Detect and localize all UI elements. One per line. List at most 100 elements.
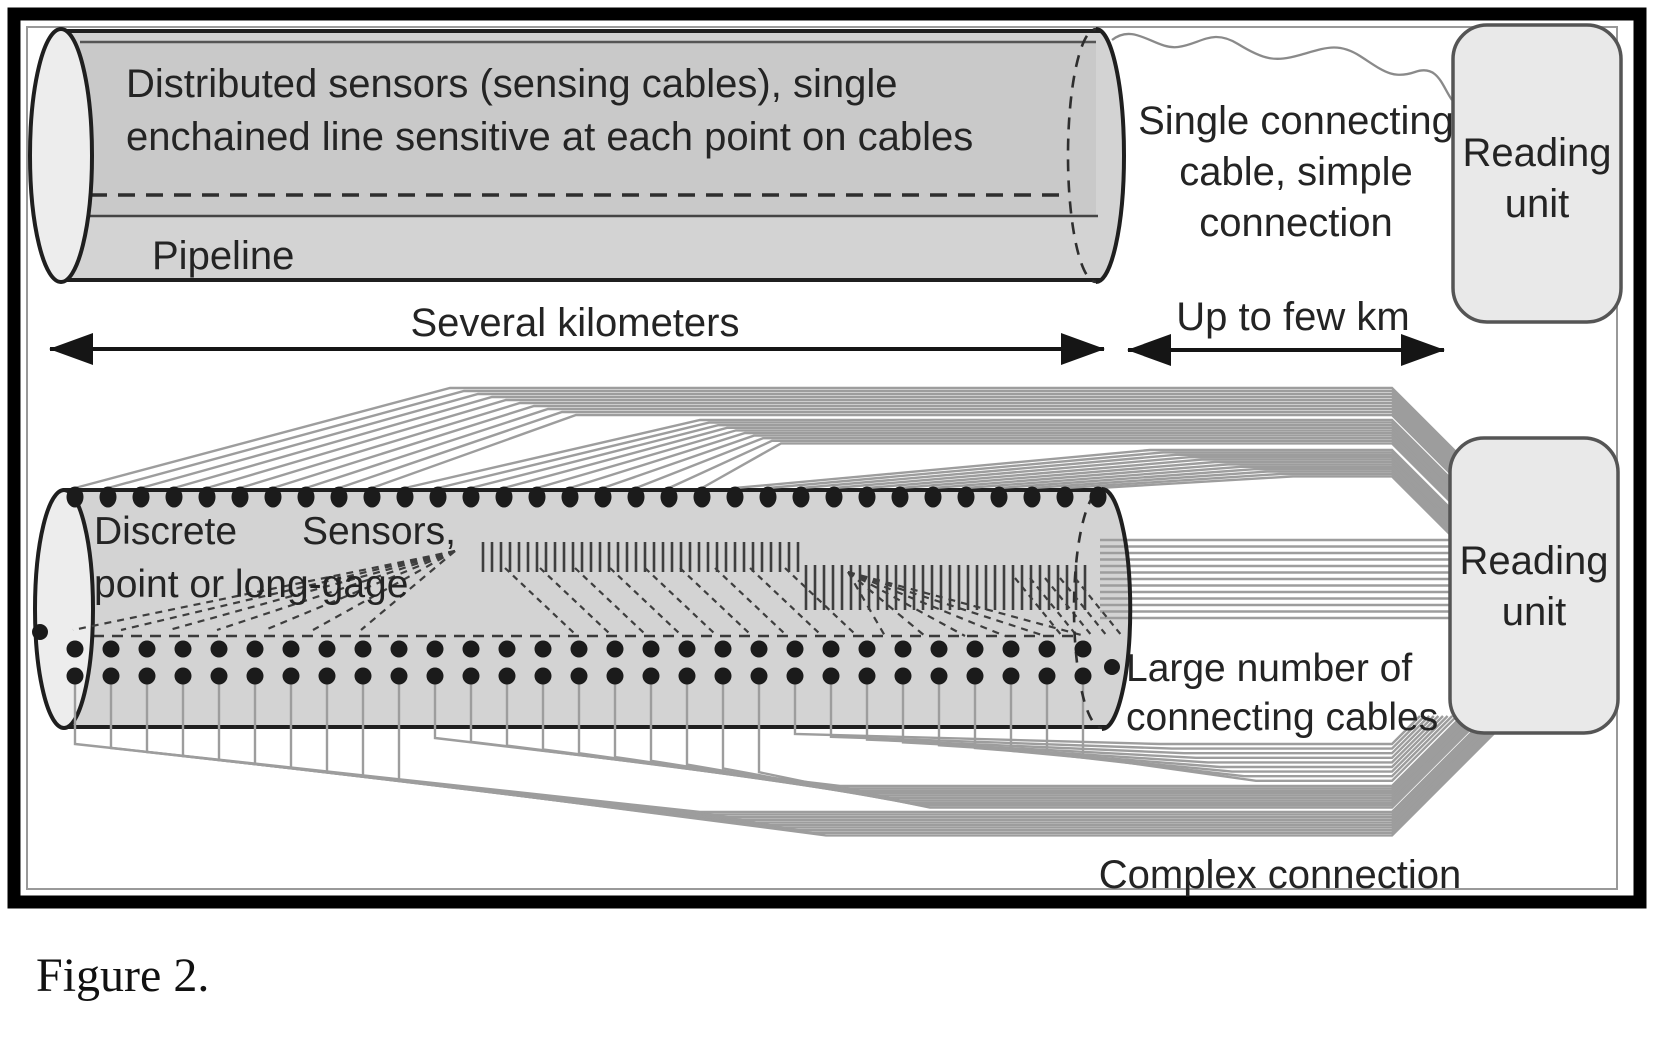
sensor-dot: [570, 667, 588, 685]
gage-dashed-ray: [847, 571, 926, 637]
gage-dashed-ray: [72, 549, 456, 632]
cable-bottom: [1045, 676, 1454, 778]
cable-bottom: [793, 676, 1421, 746]
cable-top: [668, 439, 1475, 524]
cable-bottom: [1009, 676, 1449, 773]
cable-top: [866, 458, 1475, 543]
connecting-cable-bundles: [73, 386, 1513, 837]
figure-caption: Figure 2.: [36, 949, 210, 1002]
gage-dashed-hatch: [714, 567, 786, 635]
sensor-dot: [678, 640, 696, 658]
cable-top: [833, 456, 1475, 541]
sensor-dot: [660, 486, 678, 508]
sensor-dot: [786, 640, 804, 658]
sensor-dot: [957, 486, 975, 508]
cable-top: [74, 386, 1475, 490]
several-kilometers-label: Several kilometers: [410, 301, 740, 345]
sensor-dot: [930, 640, 948, 658]
sensor-dot: [726, 486, 744, 508]
sensor-dot: [858, 640, 876, 658]
pipe-top-inner-panel: [80, 42, 1096, 216]
sensor-dot: [498, 640, 516, 658]
sensor-dot: [966, 640, 984, 658]
sensor-dot: [318, 640, 336, 658]
sensor-dot: [498, 667, 516, 685]
gage-dashed-ray: [847, 570, 1046, 638]
sensor-dot: [678, 667, 696, 685]
cable-top: [1064, 472, 1475, 557]
sensor-dot: [102, 667, 120, 685]
sensor-dot: [1056, 486, 1074, 508]
sensor-dot: [174, 640, 192, 658]
complex-connection-label: Complex connection: [1098, 853, 1462, 897]
sensor-dot: [1089, 486, 1107, 508]
sensor-dot: [924, 486, 942, 508]
sensor-dot: [99, 486, 117, 508]
gage-dashed-hatch: [1059, 577, 1108, 637]
pipe-top-left-cap: [28, 27, 94, 284]
gage-dashed-ray: [120, 549, 456, 632]
gage-dashed-hatch: [1014, 577, 1063, 637]
gage-dashed-ray: [264, 549, 456, 632]
sensor-dot: [786, 667, 804, 685]
pipe-bottom-left-cap: [33, 488, 95, 730]
sensor-dot: [1074, 640, 1092, 658]
pipe-top-end-fill: [1096, 29, 1125, 282]
sensor-dot: [66, 667, 84, 685]
sensor-dot: [570, 640, 588, 658]
sensor-dot: [462, 486, 480, 508]
cable-top: [338, 410, 1475, 495]
cable-top: [173, 395, 1475, 490]
sensor-dot: [390, 667, 408, 685]
gage-dashed-hatch: [749, 567, 821, 635]
single-connecting-cable: [1111, 32, 1453, 101]
single-connection-label: Single connecting cable, simple connecti…: [1138, 99, 1454, 246]
sensor-dot: [198, 486, 216, 508]
sensor-dot: [426, 667, 444, 685]
sensor-dot: [528, 486, 546, 508]
sensor-dot: [858, 667, 876, 685]
sensor-dot: [102, 640, 120, 658]
gage-dashed-hatch: [1074, 577, 1123, 637]
cable-bottom: [901, 676, 1435, 759]
up-to-few-km-label: Up to few km: [1176, 295, 1410, 339]
sensor-dot: [462, 640, 480, 658]
distributed-sensors-label: Distributed sensors (sensing cables), si…: [126, 62, 974, 159]
cable-bottom: [1081, 676, 1458, 782]
sensor-dot: [138, 640, 156, 658]
cable-top: [1031, 470, 1475, 555]
distance-arrows: [49, 333, 1445, 366]
gage-dashed-ray: [847, 571, 966, 637]
sensor-dot: [282, 667, 300, 685]
cable-top: [932, 463, 1475, 548]
sensor-dot: [330, 486, 348, 508]
cable-top: [503, 426, 1475, 511]
cable-bottom: [937, 676, 1440, 764]
sensor-dot: [246, 640, 264, 658]
sensor-dot: [174, 667, 192, 685]
gage-dashed-ray: [216, 549, 456, 632]
gage-dashed-hatch: [644, 567, 716, 635]
sensor-dot: [792, 486, 810, 508]
gage-dashed-hatch: [784, 567, 856, 635]
sensor-dot: [966, 667, 984, 685]
gage-dashed-ray: [847, 570, 1006, 638]
sensor-dot: [354, 640, 372, 658]
sensor-dot: [66, 640, 84, 658]
sensor-dot: [495, 486, 513, 508]
sensor-dot: [990, 486, 1008, 508]
sensor-dot: [894, 640, 912, 658]
gage-dashed-hatch: [679, 567, 751, 635]
pipeline-label: Pipeline: [152, 234, 295, 278]
cable-top: [602, 434, 1475, 519]
large-number-cables-label: Large number of connecting cables: [1126, 647, 1439, 739]
sensor-dot: [1002, 667, 1020, 685]
sensor-dot: [759, 486, 777, 508]
sensor-dot: [534, 640, 552, 658]
sensor-dot: [297, 486, 315, 508]
cable-top: [767, 451, 1475, 536]
sensor-dot: [132, 486, 150, 508]
gage-dashed-ray: [168, 549, 456, 632]
sensor-dot: [363, 486, 381, 508]
